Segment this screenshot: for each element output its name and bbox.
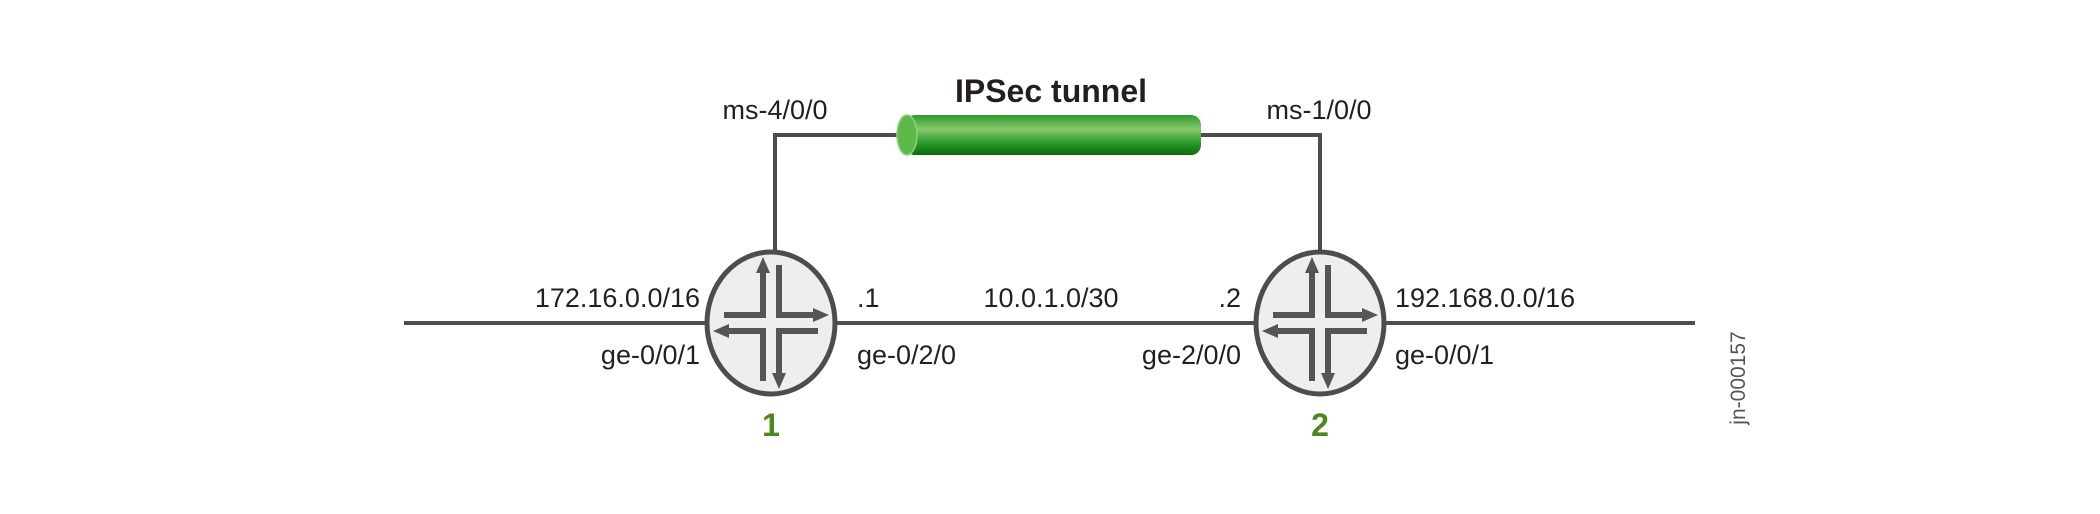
router-2-link-interface: ge-2/0/0 — [1142, 340, 1241, 370]
ipsec-tunnel-pipe — [896, 114, 1201, 156]
tunnel-link-left — [773, 133, 910, 252]
router-2-icon[interactable] — [1256, 252, 1384, 394]
router-1-lan-interface: ge-0/0/1 — [601, 340, 700, 370]
router-1-icon[interactable] — [707, 252, 835, 394]
tunnel-label: IPSec tunnel — [955, 73, 1147, 109]
router-2-tunnel-interface: ms-1/0/0 — [1266, 95, 1371, 125]
router-1-link-host: .1 — [857, 283, 880, 313]
router-1-number: 1 — [762, 407, 780, 443]
router-1-tunnel-interface: ms-4/0/0 — [722, 95, 827, 125]
router-2-lan-interface: ge-0/0/1 — [1395, 340, 1494, 370]
router-1-link-interface: ge-0/2/0 — [857, 340, 956, 370]
tunnel-link-right — [1200, 133, 1322, 252]
router-1-lan-network: 172.16.0.0/16 — [535, 283, 700, 313]
link-network: 10.0.1.0/30 — [983, 283, 1118, 313]
figure-id: jn-000157 — [1727, 331, 1750, 425]
router-2-number: 2 — [1311, 407, 1329, 443]
router-2-link-host: .2 — [1218, 283, 1241, 313]
router-2-lan-network: 192.168.0.0/16 — [1395, 283, 1575, 313]
